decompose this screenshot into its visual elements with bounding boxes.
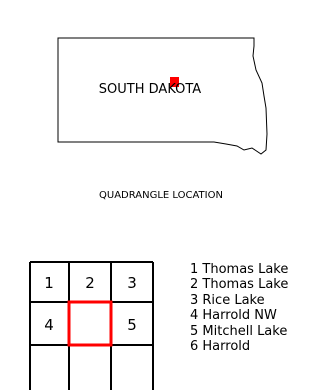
- quadrangle-marker: [170, 77, 179, 87]
- grid-cell-2: 2: [85, 274, 95, 292]
- grid-cell-3: 3: [127, 274, 137, 292]
- state-outline-map: [57, 37, 268, 155]
- state-outline: [57, 37, 268, 155]
- grid-cell-4: 4: [44, 316, 54, 334]
- highlighted-quadrangle: [67, 300, 113, 347]
- legend-item: 4 Harrold NW: [190, 308, 277, 324]
- quadrangle-location-caption: QUADRANGLE LOCATION: [99, 190, 223, 201]
- grid-cell-1: 1: [44, 274, 54, 292]
- legend-item: 5 Mitchell Lake: [190, 323, 288, 339]
- state-label: SOUTH DAKOTA: [98, 82, 202, 97]
- legend-item: 3 Rice Lake: [190, 292, 265, 308]
- grid-cell-5: 5: [127, 316, 137, 334]
- legend-item: 6 Harrold: [190, 339, 251, 355]
- quadrangle-legend: 1 Thomas Lake 2 Thomas Lake 3 Rice Lake …: [190, 262, 288, 354]
- legend-item: 1 Thomas Lake: [190, 262, 289, 277]
- legend-item: 2 Thomas Lake: [190, 277, 289, 293]
- grid-lines: [29, 261, 154, 390]
